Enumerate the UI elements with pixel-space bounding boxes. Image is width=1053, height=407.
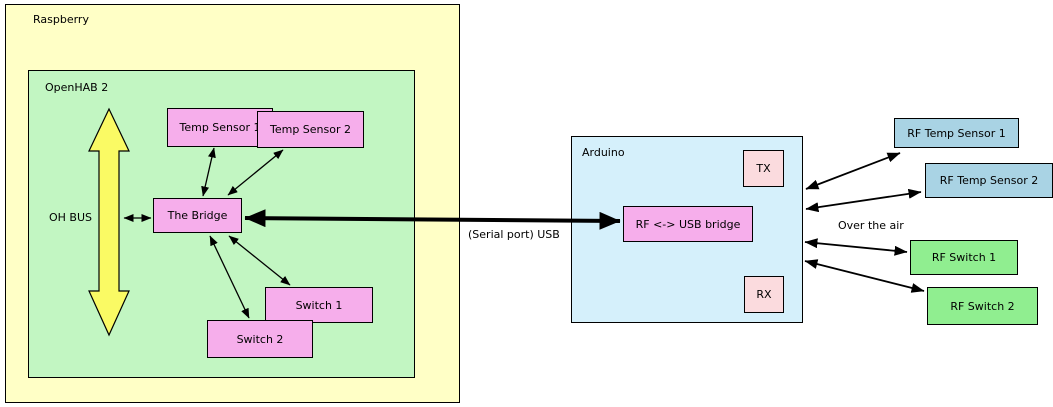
raspberry-label: Raspberry [33, 13, 89, 26]
node-switch-2: Switch 2 [207, 320, 313, 358]
node-the-bridge-label: The Bridge [167, 209, 228, 222]
node-rf-temp-sensor-2: RF Temp Sensor 2 [925, 163, 1053, 198]
node-rx-label: RX [756, 288, 772, 301]
node-temp-sensor-1: Temp Sensor 1 [167, 108, 273, 147]
arrow-arduino-rf-switch-1 [804, 238, 908, 256]
openhab-label: OpenHAB 2 [45, 81, 109, 94]
node-the-bridge: The Bridge [153, 198, 242, 233]
node-switch-1-label: Switch 1 [295, 298, 343, 312]
node-rf-temp-sensor-1: RF Temp Sensor 1 [894, 118, 1019, 148]
arrow-arduino-rf-temp-sensor-2 [805, 188, 922, 213]
arrow-arduino-rf-switch-2 [804, 259, 925, 293]
node-rf-switch-2: RF Switch 2 [927, 287, 1038, 325]
node-tx: TX [743, 150, 784, 187]
oh-bus-label: OH BUS [49, 211, 93, 224]
node-switch-2-label: Switch 2 [236, 332, 284, 346]
node-rf-switch-2-label: RF Switch 2 [950, 299, 1015, 313]
node-rf-usb-bridge: RF <-> USB bridge [623, 206, 753, 242]
node-rf-switch-1: RF Switch 1 [910, 240, 1018, 275]
arrow-arduino-rf-temp-sensor-1 [805, 152, 901, 190]
node-rx: RX [744, 276, 784, 313]
node-tx-label: TX [756, 162, 771, 175]
node-rf-temp-sensor-1-label: RF Temp Sensor 1 [907, 126, 1006, 140]
node-rf-switch-1-label: RF Switch 1 [931, 251, 997, 264]
arduino-label: Arduino [582, 146, 625, 159]
node-temp-sensor-1-label: Temp Sensor 1 [179, 121, 261, 134]
serial-port-usb-label: (Serial port) USB [468, 228, 560, 241]
node-temp-sensor-2-label: Temp Sensor 2 [269, 123, 351, 136]
node-switch-1: Switch 1 [265, 287, 373, 323]
node-temp-sensor-2: Temp Sensor 2 [257, 111, 364, 148]
node-rf-temp-sensor-2-label: RF Temp Sensor 2 [939, 174, 1039, 187]
over-the-air-label: Over the air [838, 219, 904, 232]
node-rf-usb-bridge-label: RF <-> USB bridge [635, 217, 741, 231]
